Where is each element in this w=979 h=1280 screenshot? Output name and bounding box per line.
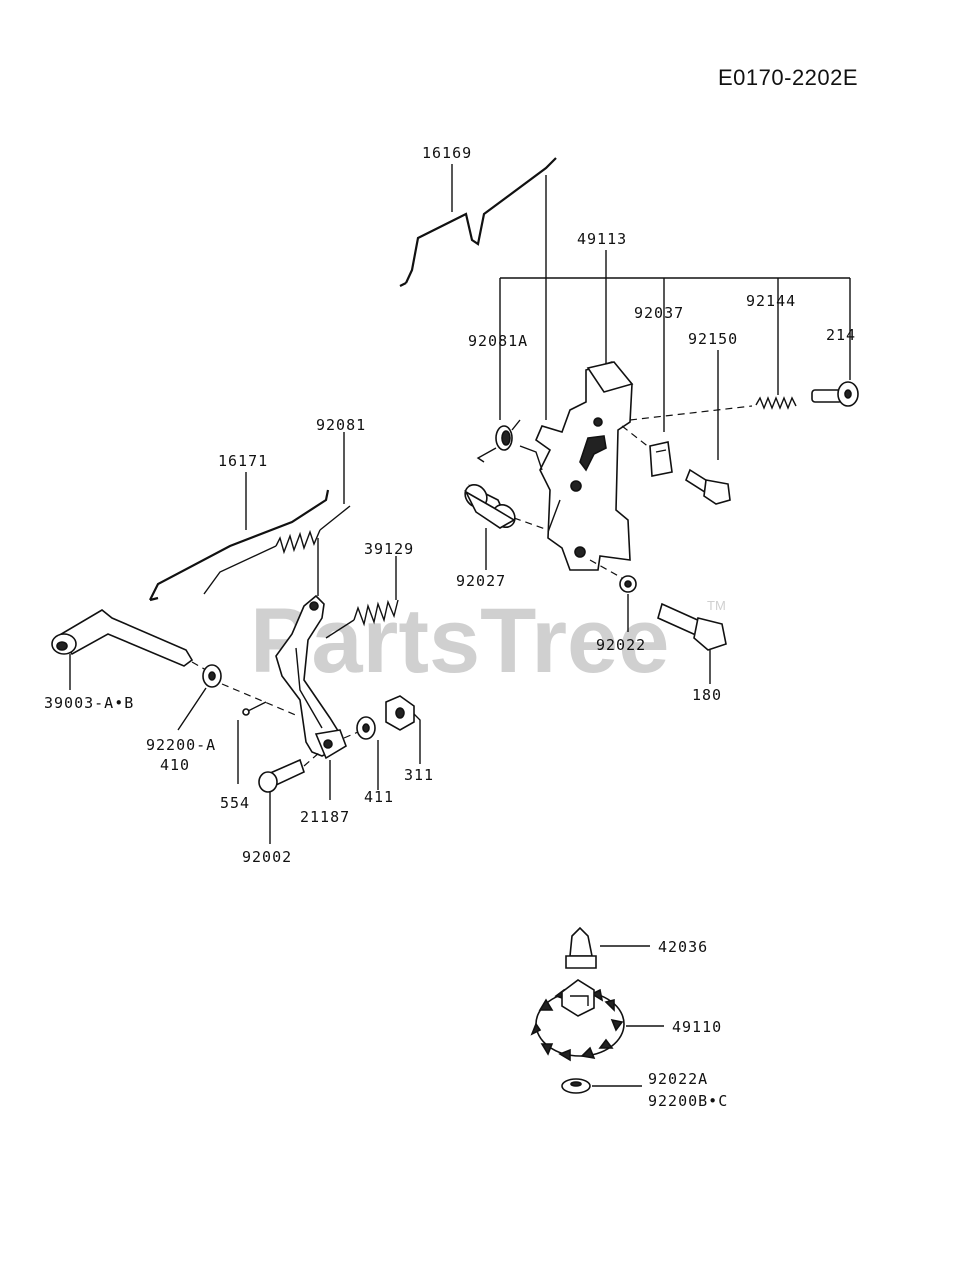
label-39003-A-B: 39003-A•B bbox=[44, 694, 134, 712]
part-92002-bolt[interactable] bbox=[258, 758, 305, 793]
label-214: 214 bbox=[826, 326, 856, 344]
part-49110-gear[interactable] bbox=[530, 979, 625, 1062]
label-92081A: 92081A bbox=[468, 332, 528, 350]
dash-39003 bbox=[191, 661, 207, 671]
dash-92027 bbox=[513, 517, 549, 531]
part-92022-washer[interactable] bbox=[619, 575, 637, 593]
label-49113: 49113 bbox=[577, 230, 627, 248]
label-554: 554 bbox=[220, 794, 250, 812]
label-16171: 16171 bbox=[218, 452, 268, 470]
label-92200-A: 92200-A bbox=[146, 736, 216, 754]
leader-92200-A bbox=[177, 687, 207, 731]
part-governor-arm[interactable] bbox=[275, 594, 347, 760]
label-39129: 39129 bbox=[364, 540, 414, 558]
label-410: 410 bbox=[160, 756, 190, 774]
label-92027: 92027 bbox=[456, 572, 506, 590]
watermark-trademark: TM bbox=[707, 598, 726, 613]
part-214-bolt[interactable] bbox=[811, 381, 859, 407]
dash-92022 bbox=[589, 559, 623, 579]
dash-411 bbox=[343, 731, 359, 739]
label-49110: 49110 bbox=[672, 1018, 722, 1036]
label-92022A: 92022A bbox=[648, 1070, 708, 1088]
part-39003-lever[interactable] bbox=[51, 609, 194, 667]
label-92200B-C: 92200B•C bbox=[648, 1092, 728, 1110]
part-92150-bolt[interactable] bbox=[685, 468, 731, 505]
part-16171-rod[interactable] bbox=[149, 489, 330, 602]
label-16169: 16169 bbox=[422, 144, 472, 162]
label-92150: 92150 bbox=[688, 330, 738, 348]
part-92081A-spring[interactable] bbox=[476, 419, 521, 463]
leader-92081A-link bbox=[519, 445, 543, 471]
part-92081-spring[interactable] bbox=[203, 505, 351, 595]
label-21187: 21187 bbox=[300, 808, 350, 826]
label-180: 180 bbox=[692, 686, 722, 704]
part-39129-spring[interactable] bbox=[325, 599, 399, 639]
part-92144-spring[interactable] bbox=[755, 396, 797, 410]
dash-92200-A bbox=[221, 683, 299, 717]
part-92037-clip[interactable] bbox=[649, 441, 673, 477]
part-92200-A-washer[interactable] bbox=[202, 664, 222, 688]
part-311-nut[interactable] bbox=[385, 695, 415, 731]
label-92022: 92022 bbox=[596, 636, 646, 654]
part-16169-rod[interactable] bbox=[399, 157, 557, 287]
label-311: 311 bbox=[404, 766, 434, 784]
part-42036-pin[interactable] bbox=[565, 926, 597, 969]
label-92144: 92144 bbox=[746, 292, 796, 310]
part-180-bolt[interactable] bbox=[657, 602, 727, 651]
part-92022A-washer[interactable] bbox=[561, 1078, 591, 1094]
label-411: 411 bbox=[364, 788, 394, 806]
part-92027-sleeve[interactable] bbox=[461, 480, 520, 531]
part-49113-control-plate[interactable] bbox=[535, 361, 634, 571]
label-92037: 92037 bbox=[634, 304, 684, 322]
part-411-washer[interactable] bbox=[356, 716, 376, 740]
dash-92002 bbox=[303, 751, 321, 767]
leader-311 bbox=[413, 713, 421, 764]
diagram-code: E0170-2202E bbox=[718, 65, 858, 90]
label-92081: 92081 bbox=[316, 416, 366, 434]
part-554-pin[interactable] bbox=[242, 701, 267, 716]
dash-92144 bbox=[629, 405, 753, 421]
dash-92037 bbox=[621, 425, 651, 449]
label-92002: 92002 bbox=[242, 848, 292, 866]
label-42036: 42036 bbox=[658, 938, 708, 956]
